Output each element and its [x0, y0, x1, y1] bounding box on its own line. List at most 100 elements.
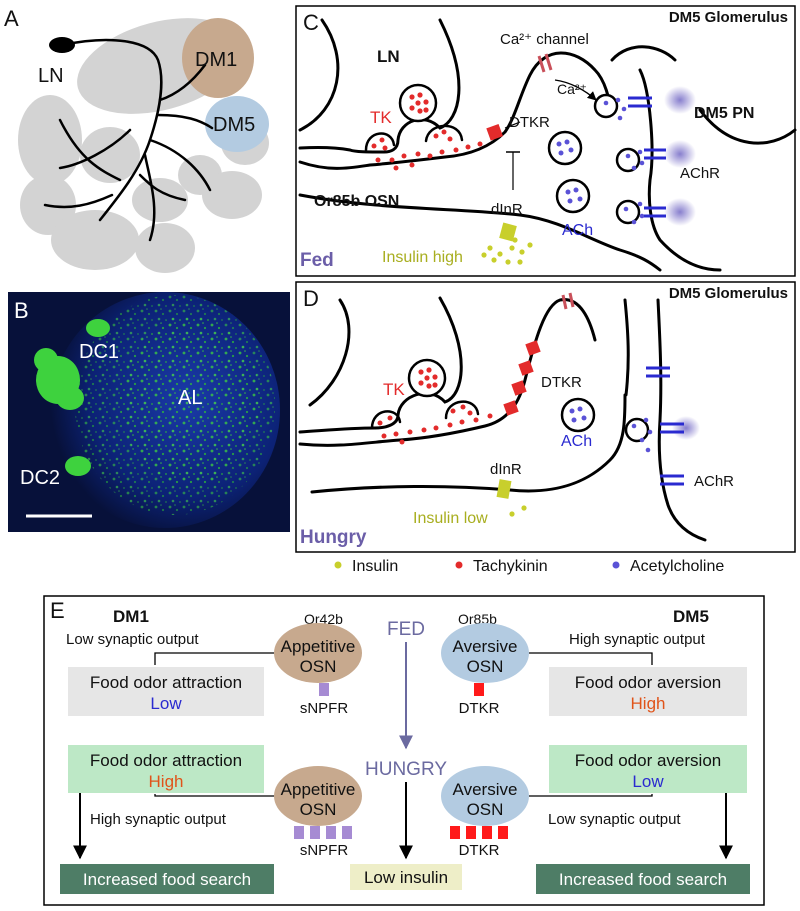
legend-acetylcholine-marker — [612, 561, 620, 569]
dm1-glomerulus — [182, 18, 254, 98]
e-food-search-label-dm5: Increased food search — [559, 870, 727, 889]
d-insulin-dots — [509, 505, 527, 517]
d-dinr-label: dInR — [490, 461, 522, 478]
e-appetitive-osn-hungry-line1: Appetitive — [281, 780, 356, 799]
e-attraction-box-fed — [68, 667, 264, 716]
c-dinr-label: dInR — [491, 201, 523, 218]
panel-d-header: DM5 Glomerulus — [669, 285, 788, 302]
e-dm5-label: DM5 — [673, 607, 709, 626]
e-or42b-label: Or42b — [304, 611, 343, 627]
e-aversion-box-fed — [549, 667, 747, 716]
osn-membrane — [298, 193, 662, 272]
e-snpfr-label-hungry: sNPFR — [300, 842, 349, 859]
e-low-insulin-box — [350, 864, 462, 890]
tachykinin-dots — [371, 92, 483, 171]
e-attraction-level-hungry: High — [149, 772, 184, 791]
e-food-search-label-dm1: Increased food search — [83, 870, 251, 889]
al-label: AL — [178, 387, 202, 409]
ca-channel — [537, 53, 553, 73]
ach-vesicle — [547, 130, 583, 166]
e-attraction-box-hungry — [68, 745, 264, 793]
legend-acetylcholine-label: Acetylcholine — [630, 558, 724, 575]
c-tk-label: TK — [370, 108, 392, 127]
e-high-output-label: High synaptic output — [569, 631, 706, 648]
d-dinr-receptor — [496, 479, 512, 499]
d-dtkr-label: DTKR — [541, 374, 582, 391]
legend-insulin-label: Insulin — [352, 558, 398, 575]
e-snpfr-label-fed: sNPFR — [300, 700, 349, 717]
achr-receptors — [628, 96, 666, 218]
dc2-label: DC2 — [20, 467, 60, 489]
e-dm1-hungry-connector — [154, 794, 274, 797]
d-tk-release-bulges — [370, 400, 480, 430]
insulin-dots — [481, 237, 533, 265]
c-ca-label: Ca²⁺ — [557, 81, 587, 97]
dinr-receptor — [499, 222, 517, 242]
legend-insulin-marker — [334, 561, 342, 569]
panel-c-header: DM5 Glomerulus — [669, 9, 788, 26]
ln-soma — [49, 37, 75, 53]
e-snpfr-receptors-hungry — [294, 826, 352, 839]
e-aversion-box-hungry — [549, 745, 747, 793]
c-insulin-label: Insulin high — [382, 249, 463, 266]
e-aversive-osn-line1: Aversive — [453, 637, 518, 656]
e-food-search-box-dm1 — [60, 864, 274, 894]
e-attraction-level-fed: Low — [150, 694, 182, 713]
ln-membrane — [298, 18, 461, 154]
e-aversive-osn-hungry-line1: Aversive — [453, 780, 518, 799]
e-aversive-osn-hungry-line2: OSN — [467, 800, 504, 819]
c-state-label: Fed — [300, 250, 334, 271]
d-achr-glow — [672, 416, 700, 440]
dc2-signal — [65, 456, 91, 476]
panel-d-letter: D — [303, 286, 319, 311]
legend-tachykinin-label: Tachykinin — [473, 558, 548, 575]
d-ca-channel — [561, 292, 575, 310]
d-achr-receptors — [646, 366, 684, 486]
panel-e: E DM1 DM5 Or42b Or85b FED HUNGRY Appetit… — [43, 595, 765, 906]
e-appetitive-osn-hungry-line2: OSN — [300, 800, 337, 819]
d-ach-label: ACh — [561, 433, 592, 450]
panel-c: C DM5 Glomerulus — [295, 5, 797, 277]
e-appetitive-osn-line2: OSN — [300, 657, 337, 676]
ach-vesicle — [555, 178, 591, 214]
c-ln-label: LN — [377, 47, 400, 66]
legend-tachykinin-marker — [455, 561, 463, 569]
e-dm1-fed-connector — [154, 652, 274, 665]
d-tk-label: TK — [383, 380, 405, 399]
d-osn-membrane — [310, 393, 627, 494]
e-aversion-level-hungry: Low — [632, 772, 664, 791]
d-dtkr-receptors — [503, 340, 541, 416]
e-aversive-osn-line2: OSN — [467, 657, 504, 676]
d-ach-vesicle — [560, 397, 596, 433]
d-insulin-label: Insulin low — [413, 510, 488, 527]
e-attraction-label-fed: Food odor attraction — [90, 673, 242, 692]
d-pn-membrane — [623, 298, 707, 542]
panel-b: B DC1 AL DC2 — [8, 292, 290, 532]
e-aversive-osn-fed — [441, 623, 529, 683]
e-aversion-label-fed: Food odor aversion — [575, 673, 721, 692]
tk-release-bulges — [364, 124, 464, 152]
e-dtkr-label-fed: DTKR — [459, 700, 500, 717]
panel-c-letter: C — [303, 10, 319, 35]
pn-membrane — [610, 45, 797, 272]
e-attraction-label-hungry: Food odor attraction — [90, 751, 242, 770]
panel-e-letter: E — [50, 598, 65, 623]
dm5-label: DM5 — [213, 114, 255, 136]
d-state-label: Hungry — [300, 527, 367, 548]
e-appetitive-osn-fed — [274, 623, 362, 683]
ln-neuron-arbor — [43, 38, 214, 242]
c-pn-label: DM5 PN — [694, 105, 754, 122]
e-dm1-label: DM1 — [113, 607, 149, 626]
ca-influx-arrow — [554, 79, 597, 101]
panel-d: D DM5 Glomerulus — [295, 281, 796, 553]
d-presynaptic-bulge — [624, 417, 650, 443]
dc1-label: DC1 — [79, 341, 119, 363]
e-aversive-osn-hungry — [441, 766, 529, 826]
panel-b-letter: B — [14, 298, 29, 323]
panel-a: A LN DM1 DM5 — [4, 6, 269, 273]
e-or85b-label: Or85b — [458, 611, 497, 627]
d-ln-membrane — [298, 296, 463, 434]
dc1-signal — [34, 319, 110, 410]
achr-glow — [664, 86, 696, 226]
